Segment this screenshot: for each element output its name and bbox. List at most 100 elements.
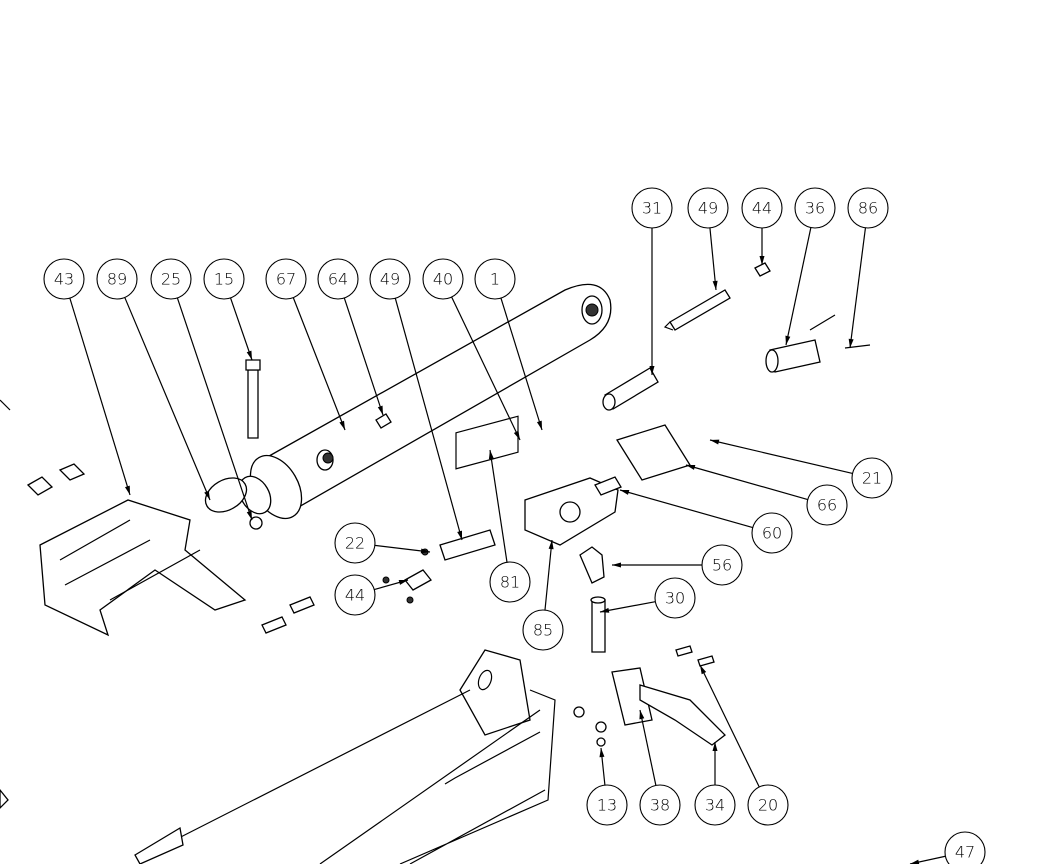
part-number: 1	[490, 270, 500, 289]
part-number: 34	[705, 796, 725, 815]
part-number: 43	[54, 270, 74, 289]
balloon-circle	[747, 784, 789, 826]
part-number: 67	[276, 270, 296, 289]
leader-line	[785, 227, 812, 346]
arrowhead-icon	[548, 540, 554, 550]
balloon-circle	[489, 561, 531, 603]
mounting-bracket	[39, 499, 247, 637]
arrowhead-icon	[710, 439, 720, 445]
parts-drawing	[0, 262, 871, 864]
leader-line	[292, 297, 346, 431]
balloon-circle	[586, 784, 628, 826]
hydraulic-cylinder	[238, 283, 612, 520]
callout-balloon-15: 15	[203, 258, 245, 300]
part-number: 44	[752, 199, 772, 218]
callout-balloon-34: 34	[694, 784, 736, 826]
arrowhead-icon	[536, 420, 542, 430]
balloon-circle	[43, 258, 85, 300]
arrowhead-icon	[457, 530, 463, 540]
callout-balloon-31: 31	[631, 187, 673, 229]
control-valve	[524, 476, 622, 546]
leader-line	[69, 297, 131, 496]
arrowhead-icon	[700, 665, 707, 675]
balloon-circle	[334, 574, 376, 616]
part-number: 89	[107, 270, 127, 289]
arrowhead-icon	[712, 280, 718, 290]
arrowhead-icon	[420, 548, 430, 554]
leader-line	[849, 227, 867, 349]
balloon-circle	[96, 258, 138, 300]
leader-line	[599, 601, 656, 613]
part-number: 49	[380, 270, 400, 289]
arrowhead-icon	[686, 465, 696, 470]
leader-line	[343, 297, 384, 416]
part-number: 40	[433, 270, 453, 289]
callout-balloon-56: 56	[701, 544, 743, 586]
part-number: 60	[762, 524, 782, 543]
arrowhead-icon	[712, 742, 718, 751]
callout-balloon-44: 44	[334, 574, 376, 616]
rod	[669, 289, 731, 331]
leader-line	[619, 489, 753, 529]
part-number: 13	[597, 796, 617, 815]
leader-line	[685, 464, 808, 501]
balloon-circle	[369, 258, 411, 300]
callout-balloon-1: 1	[474, 258, 516, 300]
balloon-circle	[794, 187, 836, 229]
callout-balloon-49: 49	[687, 187, 729, 229]
part-number: 21	[862, 469, 882, 488]
balloon-circle	[741, 187, 783, 229]
arrowhead-icon	[600, 607, 610, 613]
leader-line	[451, 296, 521, 441]
arrowhead-icon	[246, 350, 252, 360]
balloon-circle	[639, 784, 681, 826]
balloon-circle	[265, 258, 307, 300]
leader-lines	[69, 227, 946, 864]
callout-balloon-66: 66	[806, 484, 848, 526]
balloon-circle	[631, 187, 673, 229]
arrowhead-icon	[759, 256, 765, 265]
arrowhead-icon	[620, 490, 630, 495]
leader-line	[229, 297, 253, 361]
arrowhead-icon	[612, 562, 621, 568]
balloon-circle	[694, 784, 736, 826]
arrowhead-icon	[639, 710, 645, 720]
leader-line	[709, 227, 717, 291]
callout-balloon-22: 22	[334, 522, 376, 564]
leader-line	[639, 709, 657, 786]
arrowhead-icon	[513, 430, 520, 440]
arrowhead-icon	[488, 450, 494, 460]
callout-balloon-60: 60	[751, 512, 793, 554]
arrowhead-icon	[649, 366, 655, 375]
arrowhead-icon	[204, 490, 210, 500]
leader-line	[699, 664, 760, 788]
arrowhead-icon	[339, 420, 345, 430]
callout-balloon-43: 43	[43, 258, 85, 300]
balloon-circle	[847, 187, 889, 229]
arrowhead-icon	[848, 338, 854, 348]
part-number: 47	[955, 843, 975, 862]
callout-balloon-44: 44	[741, 187, 783, 229]
callout-balloon-81: 81	[489, 561, 531, 603]
balloon-circle	[654, 577, 696, 619]
balloon-circle	[334, 522, 376, 564]
balloon-circle	[701, 544, 743, 586]
callout-balloon-49: 49	[369, 258, 411, 300]
part-number: 20	[758, 796, 778, 815]
leader-line	[374, 544, 431, 553]
part-number: 49	[698, 199, 718, 218]
balloon-circle	[687, 187, 729, 229]
callout-balloon-25: 25	[150, 258, 192, 300]
leader-line	[394, 298, 463, 541]
balloon-circle	[474, 258, 516, 300]
arrowhead-icon	[910, 859, 920, 864]
arrowhead-icon	[785, 335, 791, 345]
callout-balloon-89: 89	[96, 258, 138, 300]
part-number: 25	[161, 270, 181, 289]
part-number: 86	[858, 199, 878, 218]
arrowhead-icon	[377, 405, 383, 415]
leader-line	[500, 297, 543, 431]
part-number: 44	[345, 586, 365, 605]
